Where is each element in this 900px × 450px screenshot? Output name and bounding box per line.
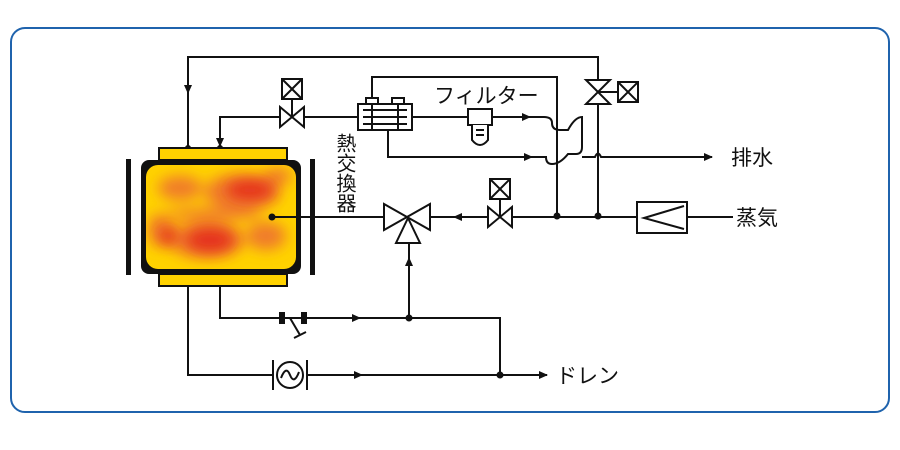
three-way-valve-icon [383, 202, 431, 244]
filter-label: フィルター [434, 84, 539, 108]
heat-exchanger-icon [357, 97, 413, 131]
filter-icon [467, 108, 493, 146]
heat-exchanger-label: 熱交換器 [333, 133, 357, 213]
hx-inlet-valve-icon [279, 78, 305, 130]
steam-trap-icon [272, 360, 308, 390]
diagram-border [10, 27, 890, 413]
bypass-valve-icon [583, 79, 639, 105]
flow-arrows [184, 80, 713, 379]
reactor-vessel [126, 147, 315, 287]
piping [187, 56, 733, 376]
steam-label: 蒸気 [736, 206, 778, 230]
strainer-icon [279, 312, 307, 339]
heat-map [148, 168, 292, 258]
drain-bottom-label: ドレン [556, 364, 619, 388]
pressure-reducer-icon [636, 201, 688, 234]
steam-valve-icon [487, 178, 513, 230]
drain-out-label: 排水 [731, 146, 773, 170]
